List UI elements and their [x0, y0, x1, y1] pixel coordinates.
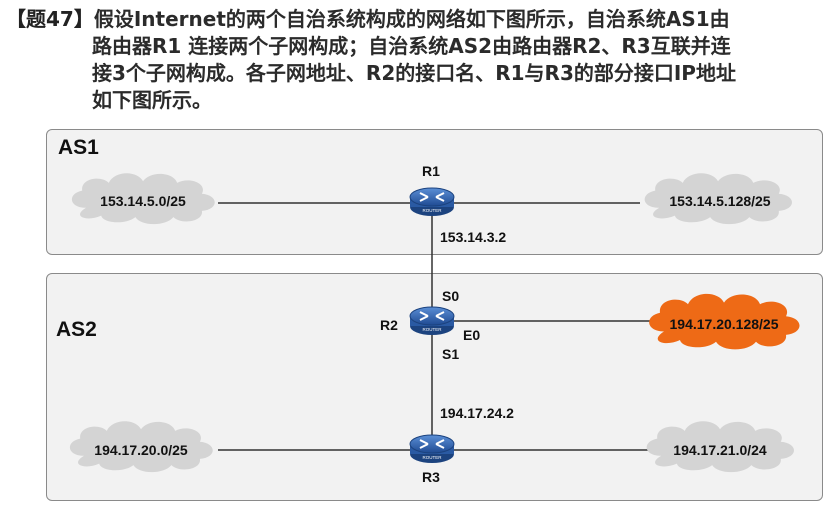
- r2-interface-s0: S0: [442, 288, 460, 304]
- router-r2-label: R2: [380, 317, 398, 333]
- as2-label: AS2: [56, 318, 97, 341]
- question-line-1: 【题47】假设Internet的两个自治系统构成的网络如下图所示，自治系统AS1…: [6, 6, 818, 33]
- subnet-as2-bottom-left: 194.17.20.0/25: [94, 442, 188, 458]
- router-r3-label: R3: [422, 469, 440, 485]
- r1-interface-ip: 153.14.3.2: [440, 229, 507, 245]
- router-r1-icon: ROUTER: [409, 187, 455, 216]
- subnet-as2-bottom-right: 194.17.21.0/24: [673, 442, 767, 458]
- subnet-as1-right: 153.14.5.128/25: [669, 193, 771, 209]
- as1-label: AS1: [58, 136, 99, 159]
- question-text: 【题47】假设Internet的两个自治系统构成的网络如下图所示，自治系统AS1…: [6, 6, 818, 114]
- router-r2-icon: ROUTER: [409, 306, 455, 335]
- router-r3-badge: ROUTER: [423, 455, 443, 460]
- r3-interface-ip: 194.17.24.2: [440, 405, 514, 421]
- question-line-4: 如下图所示。: [92, 88, 212, 112]
- router-r3-icon: ROUTER: [409, 434, 455, 463]
- router-r2-badge: ROUTER: [423, 327, 443, 332]
- question-number: 【题47】: [6, 7, 94, 31]
- subnet-as1-left: 153.14.5.0/25: [100, 193, 186, 209]
- r2-interface-s1: S1: [442, 346, 460, 362]
- subnet-as2-highlight: 194.17.20.128/25: [669, 316, 779, 332]
- question-line-3: 接3个子网构成。各子网地址、R2的接口名、R1与R3的部分接口IP地址: [92, 61, 736, 85]
- r2-interface-e0: E0: [463, 327, 481, 343]
- router-r1-label: R1: [422, 163, 440, 179]
- question-line-2: 路由器R1 连接两个子网构成；自治系统AS2由路由器R2、R3互联并连: [92, 34, 731, 58]
- router-r1-badge: ROUTER: [423, 208, 443, 213]
- question-line-1-text: 假设Internet的两个自治系统构成的网络如下图所示，自治系统AS1由: [93, 7, 730, 31]
